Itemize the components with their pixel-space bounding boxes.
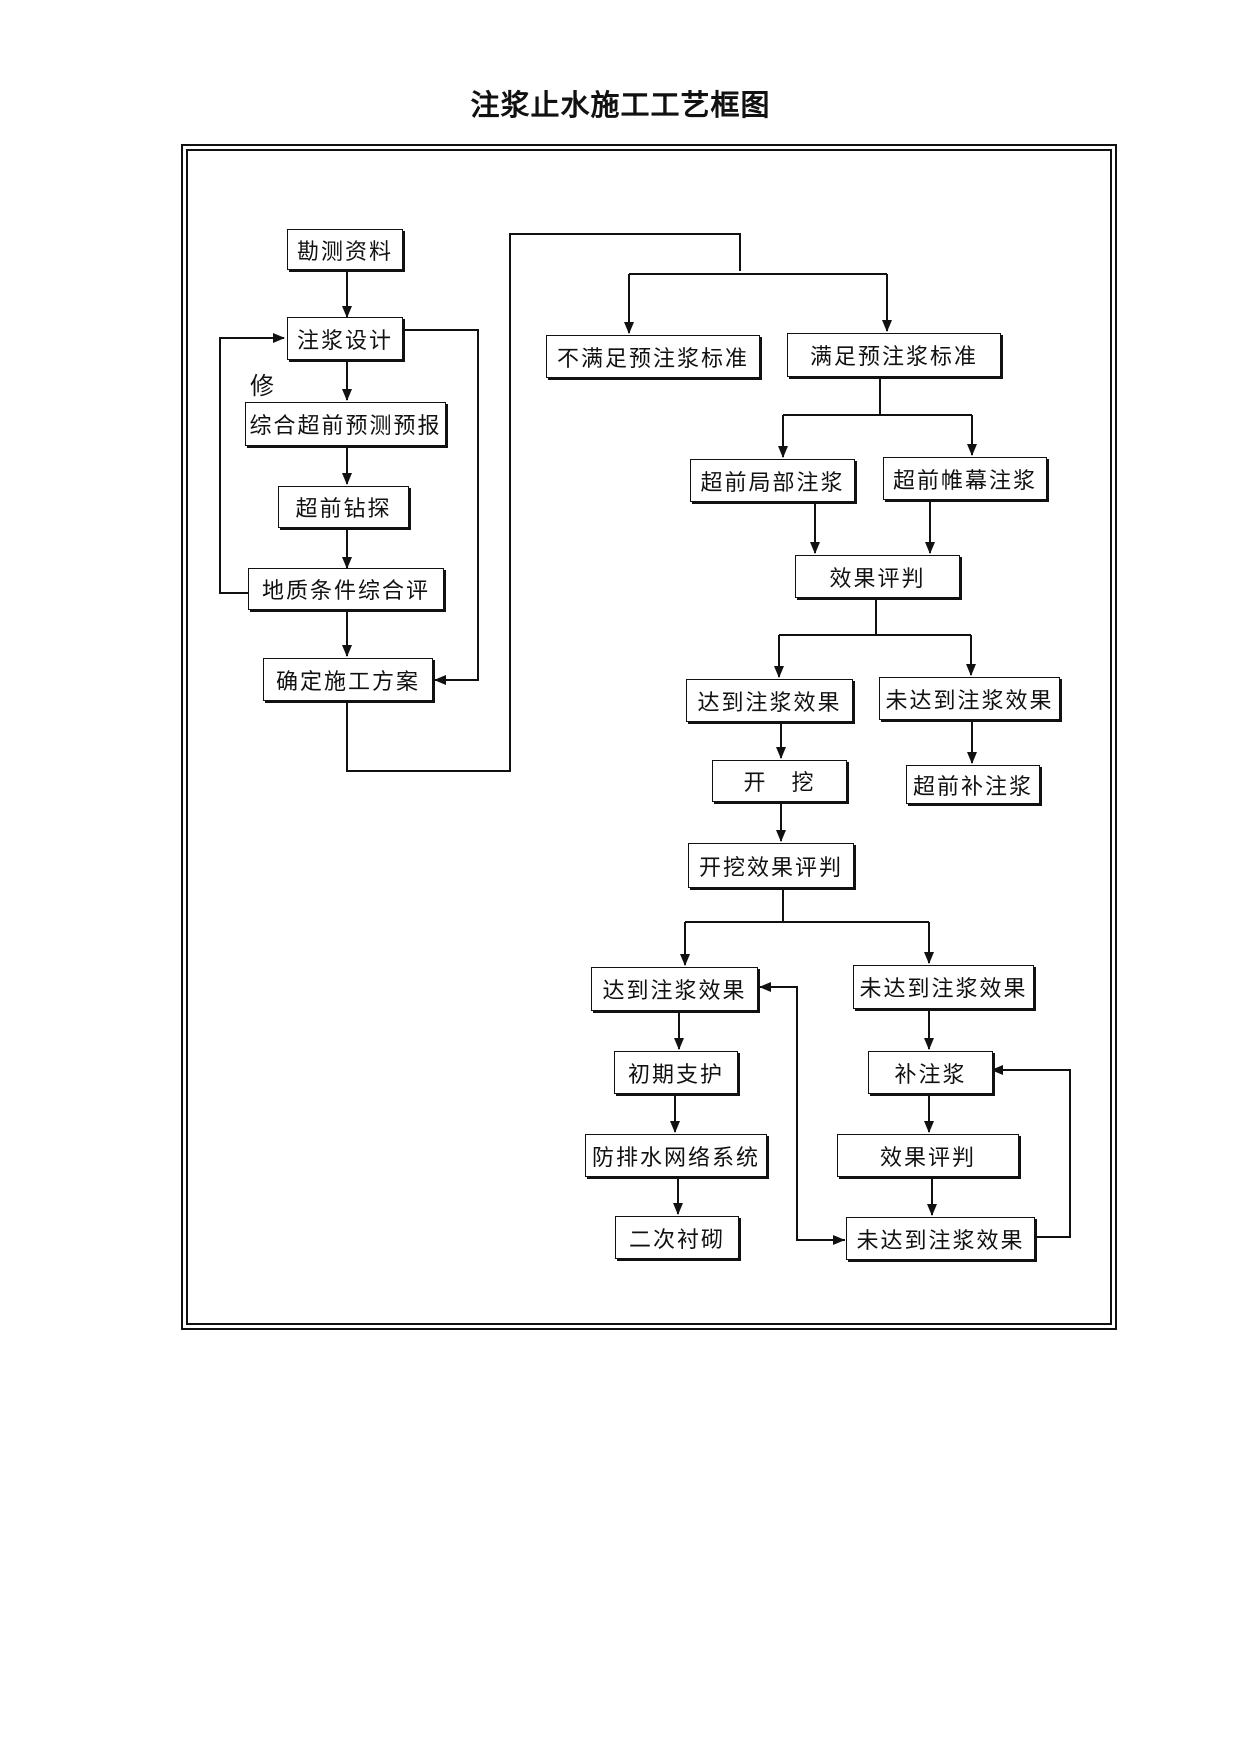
node-kaiwa: 开 挖 bbox=[712, 760, 847, 802]
node-manzu: 满足预注浆标准 bbox=[787, 333, 1001, 377]
node-dadao1: 达到注浆效果 bbox=[686, 679, 853, 722]
node-dizhi: 地质条件综合评 bbox=[248, 568, 444, 610]
node-buzhujiang1: 超前补注浆 bbox=[906, 765, 1040, 804]
node-fangpaishui: 防排水网络系统 bbox=[585, 1134, 767, 1177]
arrow-weida3-loop bbox=[991, 1065, 1071, 1238]
node-zuantan: 超前钻探 bbox=[278, 486, 409, 528]
node-weida2: 未达到注浆效果 bbox=[853, 965, 1034, 1009]
arrow-weida3-dadao2 bbox=[759, 982, 845, 1241]
node-kance: 勘测资料 bbox=[287, 229, 403, 270]
arrow-feedback-xiuzheng bbox=[219, 333, 285, 594]
node-pingpan2: 效果评判 bbox=[837, 1134, 1019, 1177]
line-fangan-branch bbox=[346, 233, 741, 772]
node-dadao2: 达到注浆效果 bbox=[591, 967, 758, 1011]
node-buman: 不满足预注浆标准 bbox=[546, 335, 760, 378]
node-pingpan1: 效果评判 bbox=[795, 555, 960, 598]
node-sheji: 注浆设计 bbox=[287, 317, 403, 360]
page-title: 注浆止水施工工艺框图 bbox=[470, 88, 771, 122]
arrow-sheji-fangan bbox=[402, 329, 479, 685]
node-erci: 二次衬砌 bbox=[615, 1216, 739, 1259]
diagram-frame-outer bbox=[181, 144, 1117, 1330]
node-yubao: 综合超前预测预报 bbox=[245, 402, 446, 446]
diagram-frame-inner bbox=[186, 149, 1112, 1325]
node-weimu: 超前帷幕注浆 bbox=[883, 457, 1047, 500]
node-chuqi: 初期支护 bbox=[614, 1051, 738, 1094]
node-buzhujiang2: 补注浆 bbox=[868, 1051, 993, 1094]
node-fangan: 确定施工方案 bbox=[263, 658, 433, 701]
node-weida3: 未达到注浆效果 bbox=[846, 1217, 1035, 1260]
node-kaiwapingpan: 开挖效果评判 bbox=[688, 843, 854, 888]
node-weida1: 未达到注浆效果 bbox=[879, 677, 1060, 720]
node-jubu: 超前局部注浆 bbox=[690, 459, 855, 502]
label-xiuzheng: 修正 bbox=[250, 372, 274, 406]
